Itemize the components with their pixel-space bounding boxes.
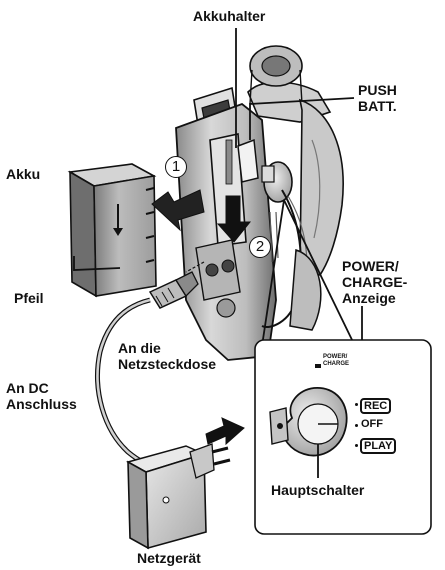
label-battery: Akku (6, 166, 40, 182)
mode-off-dot (355, 424, 358, 427)
mode-play: PLAY (360, 438, 396, 454)
label-outlet: An die Netzsteckdose (118, 340, 216, 372)
label-push-batt-line1: PUSH (358, 82, 397, 98)
label-outlet-line1: An die (118, 340, 216, 356)
mode-rec: REC (360, 398, 391, 414)
label-dc-line1: An DC (6, 380, 77, 396)
label-main-switch: Hauptschalter (271, 482, 364, 498)
step-marker-1: 1 (165, 156, 187, 178)
label-dc-line2: Anschluss (6, 396, 77, 412)
outlet-arrow (206, 418, 244, 444)
label-push-batt-line2: BATT. (358, 98, 397, 114)
mode-play-dot (355, 444, 358, 447)
step-marker-2: 2 (249, 236, 271, 258)
label-power-charge-line1: POWER/ (342, 258, 407, 274)
inset-lamp-label-line1: POWER/ (323, 354, 349, 361)
label-power-charge-line3: Anzeige (342, 290, 407, 306)
inset-lamp-label-line2: CHARGE (323, 361, 349, 368)
inset-lamp-label: POWER/ CHARGE (323, 354, 349, 368)
power-switch-inset (255, 340, 431, 534)
mode-off: OFF (361, 418, 383, 431)
label-power-charge-line2: CHARGE- (342, 274, 407, 290)
label-dc-connector: An DC Anschluss (6, 380, 77, 412)
ac-adapter (128, 444, 230, 548)
battery-pack (70, 164, 156, 296)
label-ac-adapter: Netzgerät (137, 550, 201, 566)
label-outlet-line2: Netzsteckdose (118, 356, 216, 372)
label-arrow: Pfeil (14, 290, 44, 306)
label-push-batt: PUSH BATT. (358, 82, 397, 114)
label-power-charge: POWER/ CHARGE- Anzeige (342, 258, 407, 306)
label-battery-holder: Akkuhalter (193, 8, 265, 24)
mode-rec-dot (355, 403, 358, 406)
